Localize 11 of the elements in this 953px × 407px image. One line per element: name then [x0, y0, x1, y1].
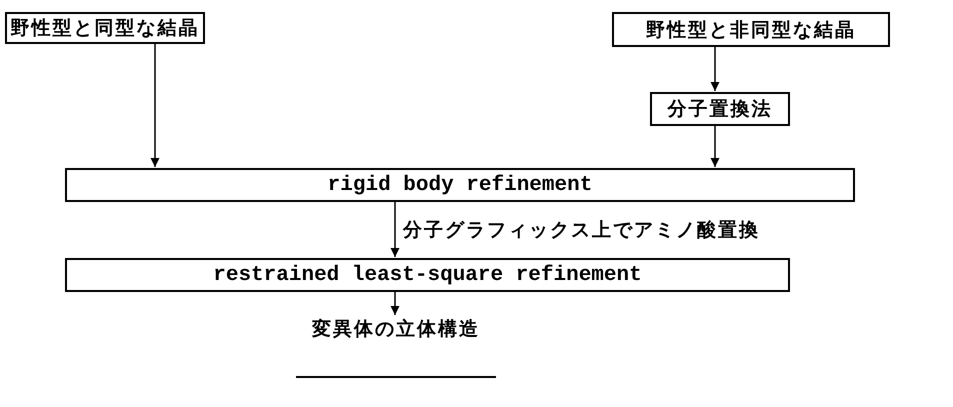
result-text: 変異体の立体構造 [296, 316, 496, 378]
process-box: restrained least-square refinement [65, 258, 790, 292]
process-box: 分子置換法 [650, 92, 790, 126]
process-box: 野性型と非同型な結晶 [612, 12, 890, 47]
process-box: rigid body refinement [65, 168, 855, 202]
arrow [390, 202, 400, 257]
process-box: 野性型と同型な結晶 [5, 12, 205, 44]
arrow [390, 292, 400, 315]
arrow [710, 126, 720, 167]
arrow [150, 44, 160, 167]
arrow [710, 47, 720, 91]
